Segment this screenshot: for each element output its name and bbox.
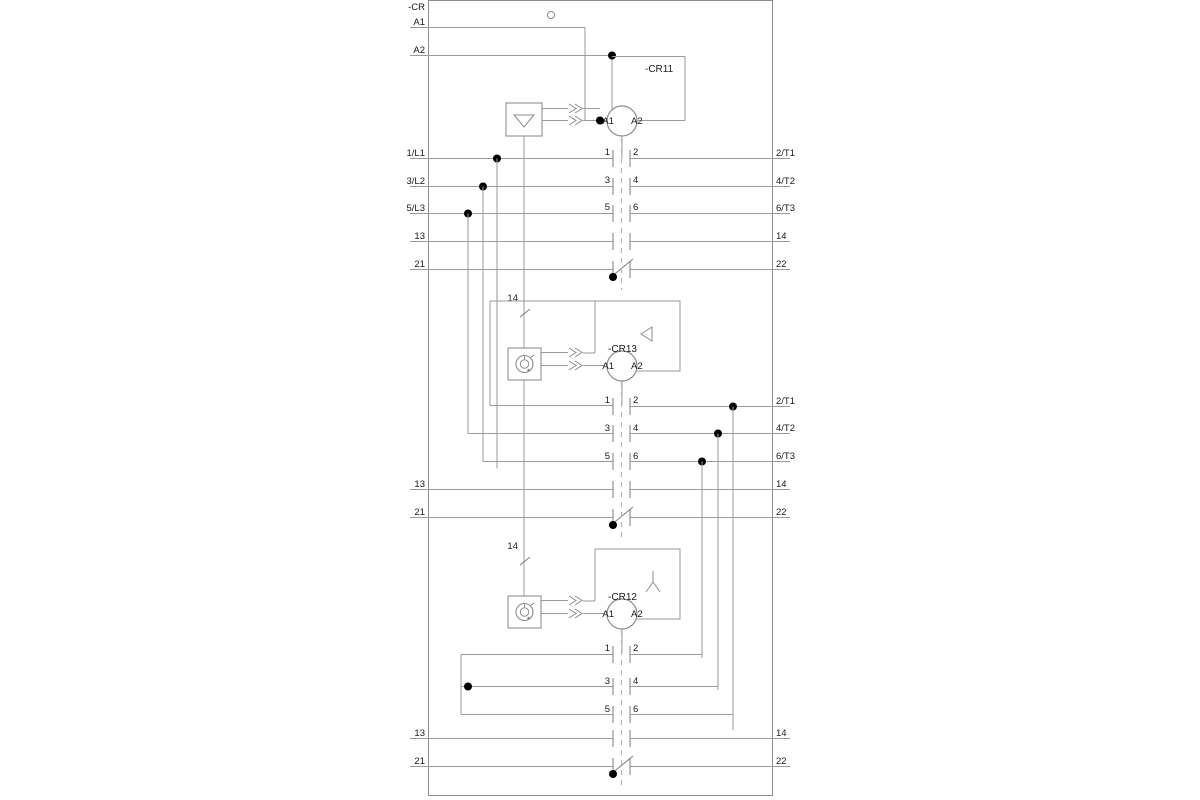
cr12-timer-box[interactable] [507,595,542,629]
terminal-marker-icon [547,11,555,19]
triangle-down-icon [512,114,536,128]
contact-number: 5 [605,202,610,213]
contact-number: 6 [633,451,638,462]
cr13-terminal-label: 13 [414,479,425,490]
contact-number: 1 [605,395,610,406]
contact-number: 5 [605,451,610,462]
contact-number: 3 [605,423,610,434]
cr11-terminal-label: 14 [776,231,787,242]
cr11-terminal-label: 6/T3 [776,203,795,214]
cr13-coil-a1-label: A1 [602,361,614,372]
cr11-link-arrows [568,103,583,126]
cr12-terminal-label: 22 [776,756,787,767]
cr11-coil-a1-label: A1 [602,116,614,127]
cr11-device-box[interactable] [505,102,543,137]
cr13-outline [595,300,681,372]
cr11-device-label: -CR11 [645,64,674,75]
contact-number: 2 [633,643,638,654]
junction-dot [609,770,617,778]
cr13-contact-block: 13 21 2/T1 4/T2 6/T3 14 22 1 2 3 4 5 6 [410,382,795,730]
cr13-timer-box[interactable] [507,347,542,381]
junction-dot [608,51,616,60]
cr11-terminal-label: 1/L1 [407,148,426,159]
cr11-coil-a2-label: A2 [631,116,643,127]
cr12-coil-a2-label: A2 [631,609,643,620]
cr13-terminal-label: 4/T2 [776,423,795,434]
cr13-coil-a2-label: A2 [631,361,643,372]
cr12-contact-block: 13 21 14 22 1 2 3 4 5 6 [410,630,790,786]
cr12-contact-tick [519,556,531,566]
cr13-link-arrows [568,347,583,371]
cr12-contact-gaps [612,646,631,775]
cr11-terminal-label: 4/T2 [776,176,795,187]
contact-number: 1 [605,643,610,654]
contact-number: 4 [633,175,638,186]
timer-icon [515,602,535,622]
cr12-link-arrows [568,595,583,619]
cr11-contact-block: 1/L1 3/L2 5/L3 13 21 2/T1 4/T2 6/T3 14 2… [407,138,795,469]
cr11-terminal-label: 2/T1 [776,148,795,159]
cr13-device-label: -CR13 [608,344,637,355]
device-group-cr12: 14 A1 A2 -CR12 [507,538,681,653]
contact-number: 6 [633,202,638,213]
junction-dot [609,273,617,281]
supply-a1-label: A1 [413,17,425,28]
cr11-terminal-label: 5/L3 [407,203,426,214]
cr11-contact-gaps [612,150,631,278]
cr13-terminal-label: 2/T1 [776,396,795,407]
cr13-terminal-label: 6/T3 [776,451,795,462]
outer-frame [428,0,773,796]
cr12-terminal-label: 21 [414,756,425,767]
wye-icon [645,571,661,593]
header-labels: -CR A1 A2 [408,2,425,56]
junction-dot [609,521,617,529]
contact-number: 4 [633,676,638,687]
timer-icon [515,354,535,374]
contact-number: 2 [633,147,638,158]
cr13-timer-label: 14 [507,293,518,304]
cr12-timer-label: 14 [507,541,518,552]
cr13-terminal-label: 21 [414,507,425,518]
cr13-contact-tick [519,308,531,318]
cr12-outline [595,548,681,620]
cr11-terminal-label: 3/L2 [407,176,426,187]
contact-number: 1 [605,147,610,158]
device-group-cr13: 14 A1 A2 -CR13 [489,290,681,406]
contact-number: 2 [633,395,638,406]
cr11-terminal-label: 13 [414,231,425,242]
cr11-terminal-label: 21 [414,259,425,270]
cr12-terminal-label: 14 [776,728,787,739]
contact-number: 5 [605,704,610,715]
contact-number: 4 [633,423,638,434]
cr13-contact-gaps [612,398,631,526]
junction-dot [596,116,604,125]
cr12-terminal-label: 13 [414,728,425,739]
cr12-device-label: -CR12 [608,592,637,603]
cr11-terminal-label: 22 [776,259,787,270]
page-title: -CR [408,2,425,13]
contact-number: 3 [605,175,610,186]
junction-dot [464,682,472,691]
cr12-coil-a1-label: A1 [602,609,614,620]
cr13-terminal-label: 14 [776,479,787,490]
triangle-left-icon [640,326,653,342]
supply-a2-label: A2 [413,45,425,56]
cr13-terminal-label: 22 [776,507,787,518]
contact-number: 6 [633,704,638,715]
contact-number: 3 [605,676,610,687]
